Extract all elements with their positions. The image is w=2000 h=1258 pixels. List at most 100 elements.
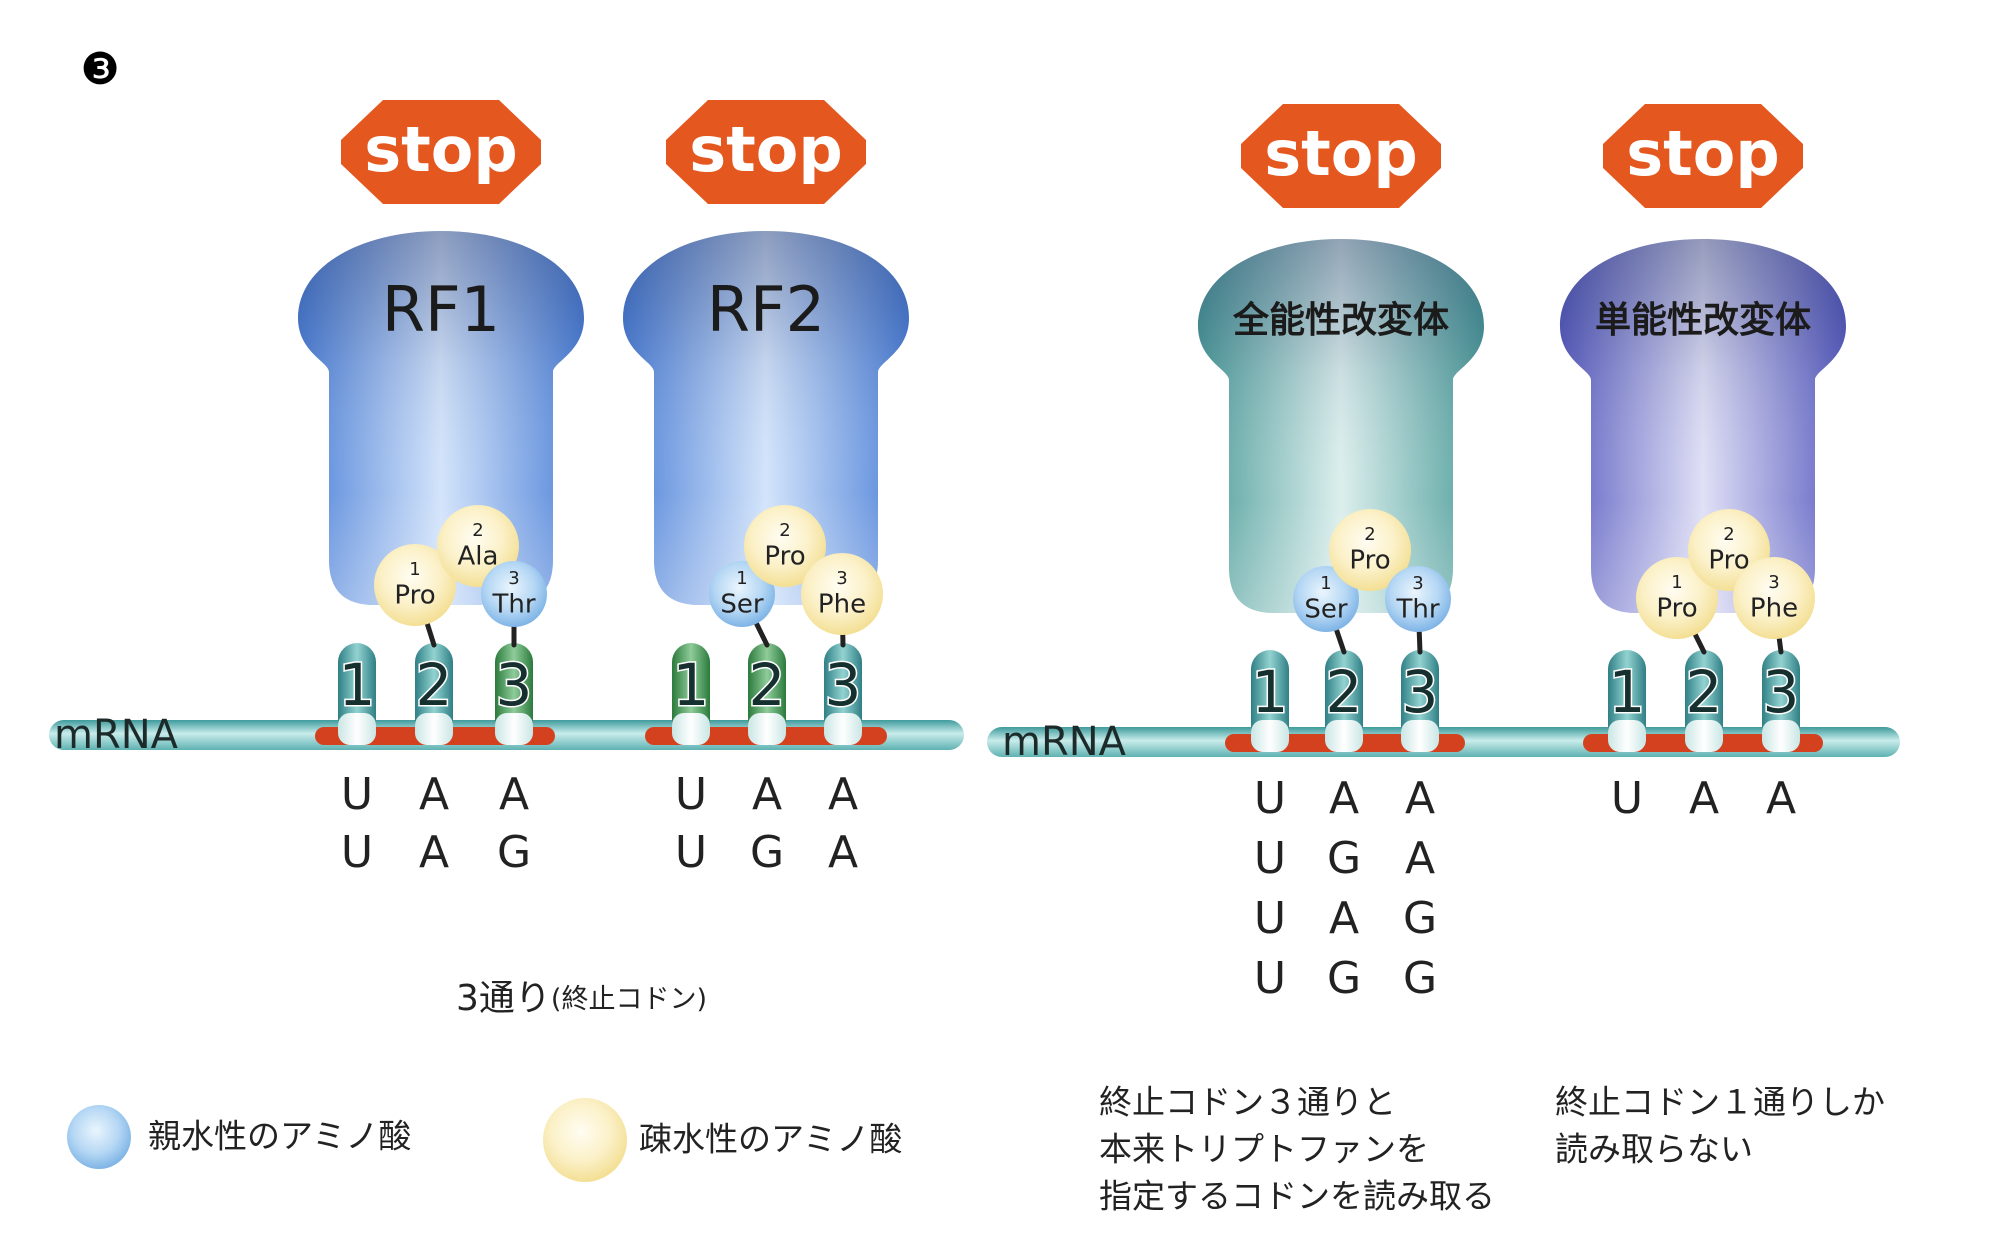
codon-letter: A (752, 769, 782, 820)
codon-letter: U (675, 769, 707, 820)
amino-acid-position: 3 (508, 568, 519, 589)
codon-pillar-base (672, 713, 710, 745)
release-factor-label: RF1 (382, 273, 500, 346)
codon-pillar-base (1251, 720, 1289, 752)
codon-pillar-base (415, 713, 453, 745)
codon-letter: U (1611, 773, 1643, 824)
amino-acid-name: Ser (720, 590, 764, 620)
mrna-label-left: mRNA (54, 712, 179, 758)
codon-pillar-number: 1 (1252, 658, 1289, 726)
release-factor: 全能性改変体 (1198, 239, 1484, 613)
codon-letter: G (497, 827, 531, 878)
codon-pillar-base (338, 713, 376, 745)
codon-letter: U (1254, 773, 1286, 824)
codon-pillar-base (824, 713, 862, 745)
codon-pillar: 3 (494, 643, 534, 745)
amino-acid-position: 2 (1723, 524, 1734, 545)
amino-acid-circle (481, 561, 547, 627)
legend-hydrophilic-swatch (67, 1105, 131, 1169)
caption-unipotent-line-1: 終止コドン１通りしか (1555, 1083, 1885, 1122)
stop-sign-label: stop (689, 113, 843, 186)
amino-acid-name: Pro (764, 542, 805, 572)
stop-sign-shape (341, 100, 541, 204)
codon-pillar-base (1762, 720, 1800, 752)
amino-acid-position: 2 (1364, 524, 1375, 545)
codon-pillar-number: 1 (1609, 658, 1646, 726)
codon-pillar-base (1608, 720, 1646, 752)
codon-letter: A (1329, 773, 1359, 824)
amino-acid-circle (1329, 509, 1411, 591)
codon-letter: A (828, 769, 858, 820)
codon-pillar-number: 3 (496, 651, 533, 719)
caption-omnipotent-line-2: 本来トリプトファンを (1099, 1130, 1429, 1169)
codon-pillar-base (1401, 720, 1439, 752)
amino-acids: 1Pro2Ala3Thr1Ser2Pro3Phe1Ser2Pro3Thr1Pro… (374, 505, 1815, 639)
codon-pillar-number: 2 (1686, 658, 1723, 726)
stop-sign: stop (1241, 104, 1441, 208)
codon-letter: A (499, 769, 529, 820)
amino-acid-circle (801, 553, 883, 635)
codon-letter: A (828, 827, 858, 878)
amino-acid-position: 1 (1671, 572, 1682, 593)
stop-codon-caption: 3通り(終止コドン) (456, 978, 707, 1019)
stop-sign-label: stop (1626, 117, 1780, 190)
codon-pillar: 1 (671, 643, 711, 745)
codon-letter: A (1329, 893, 1359, 944)
amino-acid-position: 2 (472, 520, 483, 541)
codon-pillar-base (1685, 720, 1723, 752)
codon-pillar: 3 (1761, 650, 1801, 752)
amino-acid-name: Ala (458, 542, 499, 572)
amino-acid-position: 3 (1768, 572, 1779, 593)
amino-acid-name: Pro (1708, 546, 1749, 576)
caption-omnipotent-line-1: 終止コドン３通りと (1099, 1083, 1396, 1122)
release-factor-shading (1560, 239, 1846, 613)
amino-acid-circle (1636, 557, 1718, 639)
amino-acid-name: Thr (1395, 595, 1439, 625)
amino-acid-circle (374, 544, 456, 626)
stop-sign-label: stop (1264, 117, 1418, 190)
release-factor: 単能性改変体 (1560, 239, 1846, 613)
legend-hydrophilic-label: 親水性のアミノ酸 (148, 1117, 411, 1156)
codon-letter: U (341, 769, 373, 820)
stop-codon-caption-sub: (終止コドン) (551, 984, 707, 1015)
codon-pillar-number: 3 (1763, 658, 1800, 726)
codon-letter: A (1766, 773, 1796, 824)
stop-sign: stop (1603, 104, 1803, 208)
amino-acid-circle (1293, 566, 1359, 632)
mrna-label-right: mRNA (1002, 719, 1127, 765)
amino-acid-circle (1385, 566, 1451, 632)
amino-acid-position: 1 (409, 559, 420, 580)
release-factor-shading (1198, 239, 1484, 613)
codon-letter: U (1254, 833, 1286, 884)
codon-letter: A (1405, 773, 1435, 824)
stop-sign-shape (666, 100, 866, 204)
stop-sign-shape (1603, 104, 1803, 208)
codon-pillar-base (495, 713, 533, 745)
amino-acid-position: 3 (836, 568, 847, 589)
amino-acid-name: Pro (394, 581, 435, 611)
amino-acid-name: Ser (1304, 595, 1348, 625)
codon-pillar: 3 (1400, 650, 1440, 752)
release-factor-label: 全能性改変体 (1232, 299, 1449, 341)
release-factor: RF2 (623, 231, 909, 605)
amino-acid-circle (744, 505, 826, 587)
codon-pillar-number: 1 (673, 651, 710, 719)
stop-sign-shape (1241, 104, 1441, 208)
codon-pillar: 2 (1324, 650, 1364, 752)
codon-letter: A (419, 827, 449, 878)
codon-pillar: 3 (823, 643, 863, 745)
codon-pillar: 2 (747, 643, 787, 745)
codon-pillar-number: 3 (825, 651, 862, 719)
codon-pillar: 2 (414, 643, 454, 745)
codon-pillar: 1 (1607, 650, 1647, 752)
codon-pillar-number: 2 (416, 651, 453, 719)
codon-letter: G (1403, 893, 1437, 944)
